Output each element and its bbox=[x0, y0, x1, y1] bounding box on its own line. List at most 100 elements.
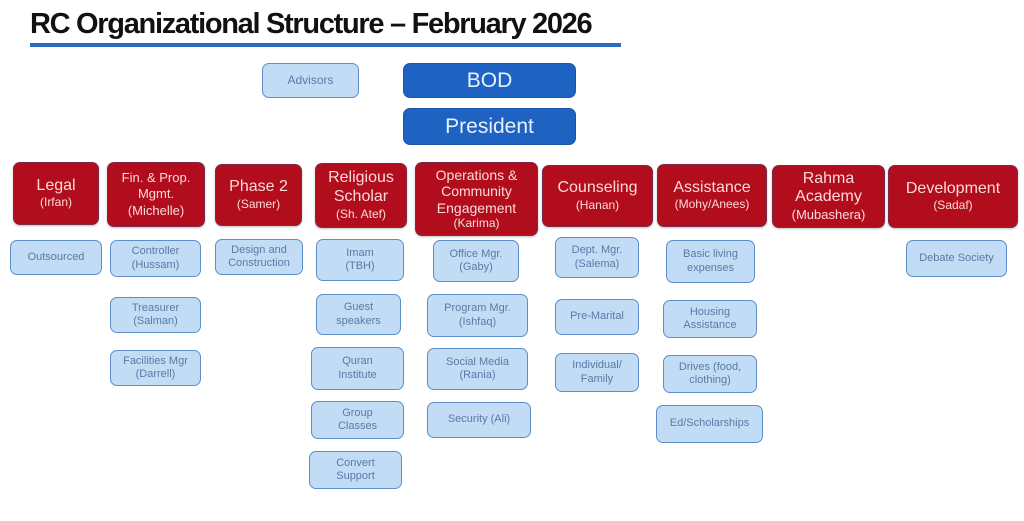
unit-housing: Housing Assistance bbox=[663, 300, 757, 338]
unit-label: Individual/ bbox=[572, 359, 622, 372]
dept-lead: (Sh. Atef) bbox=[335, 206, 387, 221]
advisors-label: Advisors bbox=[287, 73, 334, 88]
dept-religious-scholar: Religious Scholar (Sh. Atef) bbox=[315, 163, 407, 228]
dept-name-line: Rahma bbox=[802, 169, 855, 187]
dept-lead: (Mubashera) bbox=[791, 207, 866, 223]
unit-sublabel: clothing) bbox=[689, 374, 731, 386]
president-label: President bbox=[445, 114, 534, 138]
unit-sublabel: Institute bbox=[338, 368, 377, 381]
advisors-box: Advisors bbox=[262, 63, 359, 98]
unit-sublabel: Construction bbox=[228, 257, 290, 269]
unit-label: Debate Society bbox=[919, 251, 994, 264]
unit-sublabel: expenses bbox=[686, 261, 735, 274]
unit-label: Housing bbox=[689, 305, 731, 318]
unit-label: Program Mgr. bbox=[444, 302, 511, 315]
unit-label: Treasurer bbox=[131, 301, 180, 314]
unit-sublabel: (Darrell) bbox=[135, 368, 176, 380]
dept-legal: Legal (Irfan) bbox=[13, 162, 99, 225]
unit-debate-society: Debate Society bbox=[906, 240, 1007, 277]
unit-treasurer: Treasurer (Salman) bbox=[110, 297, 201, 333]
unit-guest-speakers: Guest speakers bbox=[316, 294, 401, 335]
dept-counseling: Counseling (Hanan) bbox=[542, 165, 653, 227]
unit-controller: Controller (Hussam) bbox=[110, 240, 201, 277]
dept-name-line: Academy bbox=[795, 188, 862, 206]
unit-program-mgr: Program Mgr. (Ishfaq) bbox=[427, 294, 528, 337]
dept-lead: (Michelle) bbox=[127, 202, 185, 218]
unit-label: Office Mgr. bbox=[449, 247, 503, 260]
dept-name: Assistance bbox=[673, 178, 751, 196]
unit-label: Drives (food, bbox=[678, 360, 742, 373]
dept-name: Development bbox=[905, 179, 1001, 197]
title-underline bbox=[30, 43, 621, 47]
dept-lead: (Irfan) bbox=[39, 195, 72, 210]
unit-label: Security (Ali) bbox=[447, 413, 511, 426]
dept-name-line: Scholar bbox=[333, 188, 389, 205]
unit-outsourced: Outsourced bbox=[10, 240, 102, 275]
unit-label: Dept. Mgr. bbox=[571, 244, 623, 257]
dept-operations: Operations & Community Engagement (Karim… bbox=[415, 162, 538, 236]
unit-social-media: Social Media (Rania) bbox=[427, 348, 528, 390]
dept-rahma-academy: Rahma Academy (Mubashera) bbox=[772, 165, 885, 228]
unit-label: Social Media bbox=[446, 355, 509, 368]
page-title: RC Organizational Structure – February 2… bbox=[30, 8, 593, 40]
dept-lead: (Hanan) bbox=[575, 197, 620, 212]
dept-lead: (Karima) bbox=[453, 216, 500, 231]
unit-sublabel: (Hussam) bbox=[131, 258, 180, 271]
bod-box: BOD bbox=[403, 63, 576, 98]
unit-dept-mgr: Dept. Mgr. (Salema) bbox=[555, 237, 639, 278]
unit-imam: Imam (TBH) bbox=[316, 239, 404, 281]
unit-label: Quran bbox=[342, 355, 373, 368]
unit-security: Security (Ali) bbox=[427, 402, 531, 438]
dept-phase2: Phase 2 (Samer) bbox=[215, 164, 302, 226]
dept-development: Development (Sadaf) bbox=[888, 165, 1018, 228]
unit-convert-support: Convert Support bbox=[309, 451, 402, 489]
unit-ed-scholarships: Ed/Scholarships bbox=[656, 405, 763, 443]
unit-sublabel: speakers bbox=[336, 314, 381, 327]
dept-assistance: Assistance (Mohy/Anees) bbox=[657, 164, 767, 227]
unit-sublabel: Classes bbox=[337, 420, 378, 432]
unit-label: Convert bbox=[336, 456, 375, 469]
unit-label: Group bbox=[342, 406, 373, 419]
unit-label: Imam bbox=[346, 246, 374, 259]
unit-sublabel: Support bbox=[336, 470, 375, 482]
unit-label: Outsourced bbox=[27, 250, 85, 263]
unit-design-construction: Design and Construction bbox=[215, 239, 303, 275]
unit-quran-institute: Quran Institute bbox=[311, 347, 404, 390]
dept-name-line: Engagement bbox=[436, 199, 517, 216]
unit-basic-living: Basic living expenses bbox=[666, 240, 755, 283]
dept-name-line: Mgmt. bbox=[137, 186, 175, 202]
unit-label: Pre-Marital bbox=[570, 310, 624, 323]
dept-name-line: Community bbox=[441, 183, 512, 200]
dept-name: Legal bbox=[36, 176, 76, 194]
unit-label: Guest bbox=[343, 301, 374, 314]
unit-sublabel: Assistance bbox=[683, 319, 737, 331]
unit-sublabel: (Salema) bbox=[574, 257, 620, 270]
unit-sublabel: (Ishfaq) bbox=[458, 315, 497, 328]
unit-sublabel: (Gaby) bbox=[459, 261, 493, 273]
unit-office-mgr: Office Mgr. (Gaby) bbox=[433, 240, 519, 282]
unit-drives: Drives (food, clothing) bbox=[663, 355, 757, 393]
unit-sublabel: (Rania) bbox=[459, 369, 496, 381]
dept-name-line: Operations & bbox=[435, 166, 518, 183]
dept-lead: (Mohy/Anees) bbox=[674, 197, 750, 212]
unit-pre-marital: Pre-Marital bbox=[555, 299, 639, 335]
unit-sublabel: (TBH) bbox=[345, 260, 375, 272]
dept-name-line: Religious bbox=[328, 169, 394, 187]
bod-label: BOD bbox=[466, 68, 513, 92]
dept-name: Phase 2 bbox=[229, 178, 288, 196]
unit-label: Facilities Mgr bbox=[123, 354, 188, 367]
unit-individual-family: Individual/ Family bbox=[555, 353, 639, 392]
unit-sublabel: Family bbox=[580, 372, 614, 385]
unit-sublabel: (Salman) bbox=[133, 315, 178, 327]
dept-name: Counseling bbox=[557, 179, 638, 197]
dept-lead: (Sadaf) bbox=[933, 198, 973, 213]
unit-label: Controller bbox=[131, 245, 180, 258]
unit-label: Design and bbox=[231, 243, 287, 256]
unit-facilities: Facilities Mgr (Darrell) bbox=[110, 350, 201, 386]
dept-lead: (Samer) bbox=[236, 196, 281, 211]
unit-label: Ed/Scholarships bbox=[669, 417, 750, 430]
dept-finance: Fin. & Prop. Mgmt. (Michelle) bbox=[107, 162, 205, 227]
unit-group-classes: Group Classes bbox=[311, 401, 404, 439]
unit-label: Basic living bbox=[682, 248, 739, 261]
dept-name-line: Fin. & Prop. bbox=[121, 170, 191, 186]
